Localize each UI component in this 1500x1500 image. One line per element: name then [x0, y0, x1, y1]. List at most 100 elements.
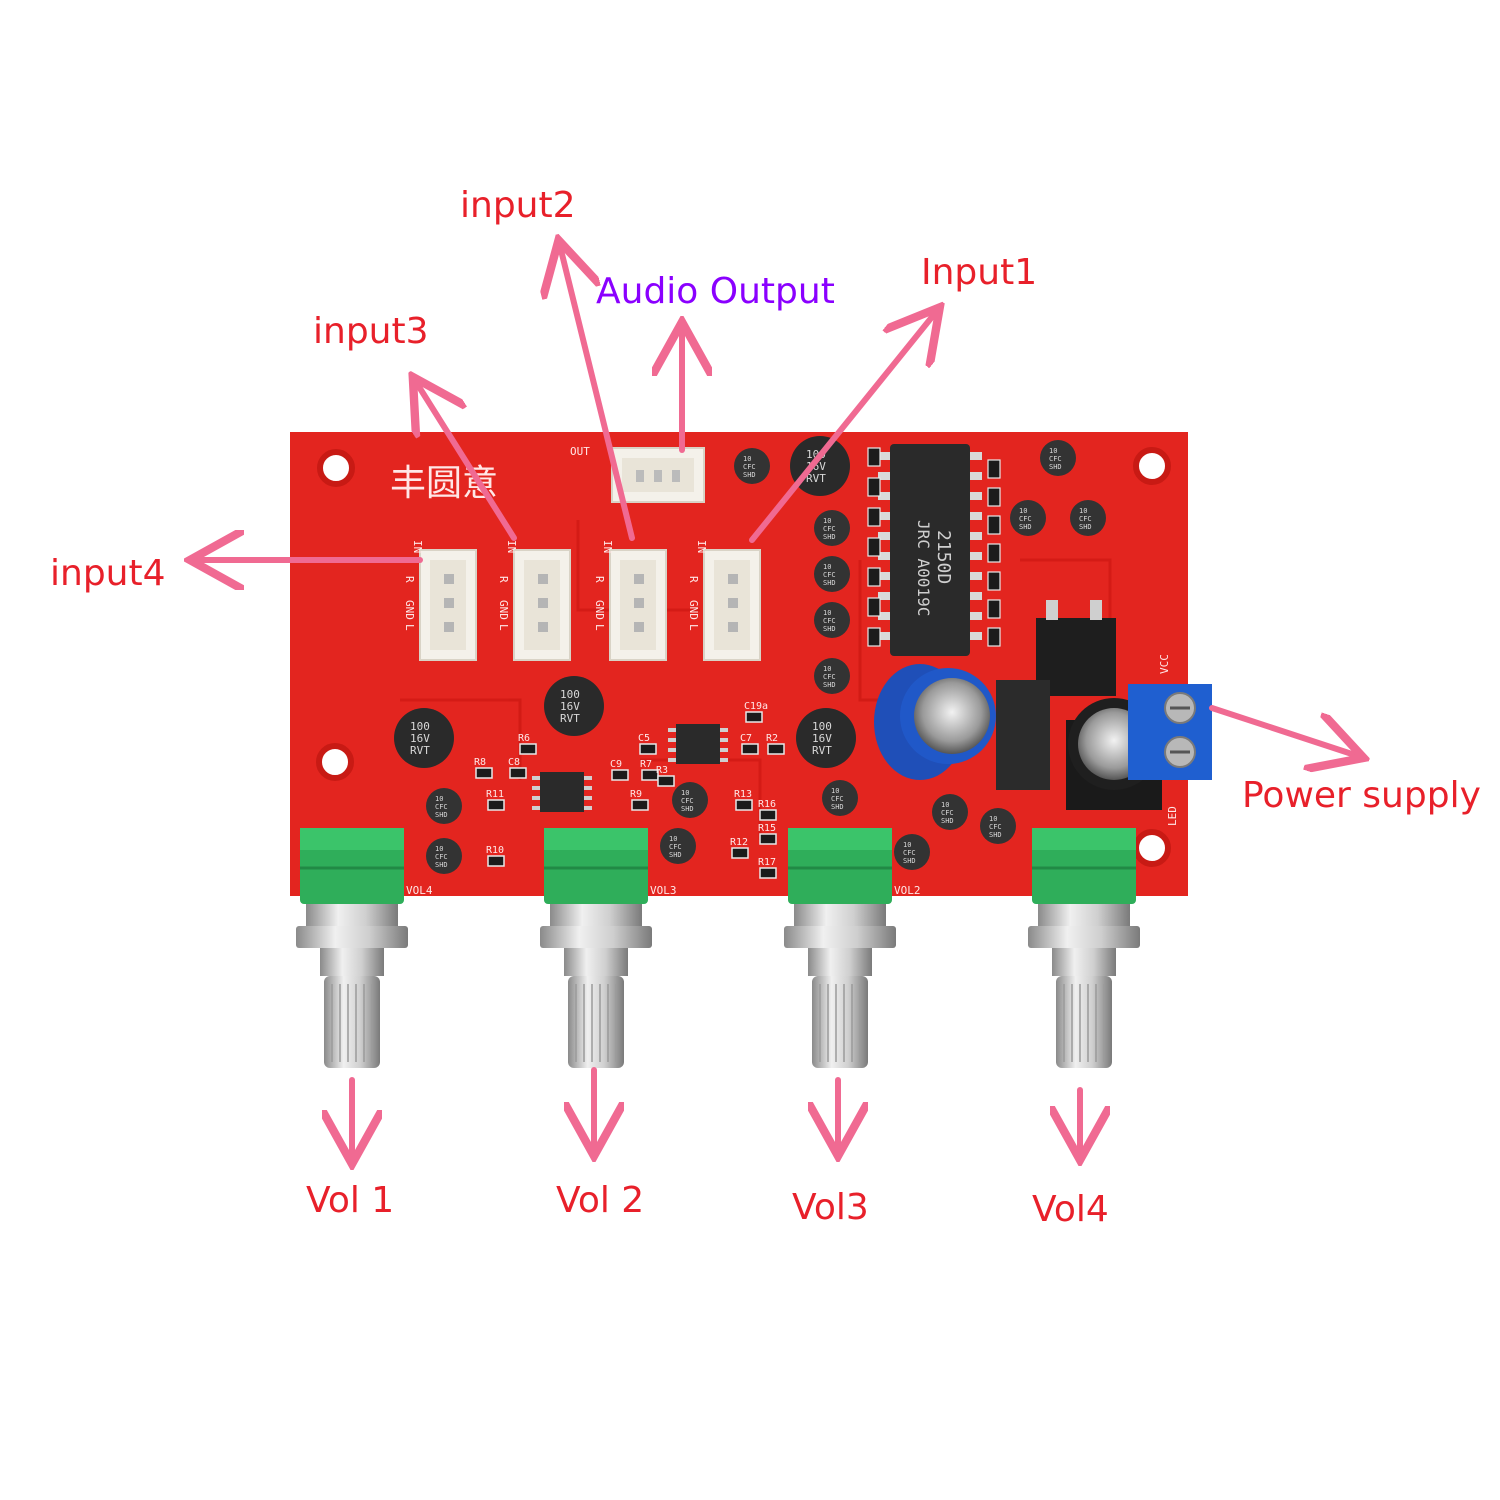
svg-text:SHD: SHD — [1049, 463, 1062, 471]
svg-text:RVT: RVT — [812, 744, 832, 757]
smd-17: C19a — [744, 701, 768, 723]
small-ic-b — [668, 724, 728, 764]
annotation-arrows — [196, 246, 1358, 1158]
voltage-regulator — [996, 600, 1116, 790]
label-input1: Input1 — [921, 252, 1038, 293]
svg-text:100: 100 — [560, 688, 580, 701]
small-ic-a — [532, 772, 592, 812]
svg-text:16V: 16V — [812, 732, 832, 745]
svg-text:10: 10 — [435, 845, 443, 853]
svg-text:R10: R10 — [486, 845, 504, 856]
svg-text:GND: GND — [687, 600, 700, 620]
arrow-input1 — [749, 312, 936, 543]
svg-text:R: R — [593, 576, 606, 583]
smd-13: R16 — [758, 799, 777, 821]
smd-12: R15 — [758, 823, 777, 845]
svg-text:R9: R9 — [630, 789, 642, 800]
main-ic-2150d: 2150D JRC A0019C — [878, 444, 982, 656]
smd-1: R8 — [474, 757, 493, 779]
big-blue-capacitor — [874, 664, 996, 780]
svg-text:SHD: SHD — [669, 851, 682, 859]
svg-text:10: 10 — [823, 609, 831, 617]
svg-text:VOL2: VOL2 — [894, 884, 921, 897]
label-input3: input3 — [313, 311, 429, 352]
svg-text:C5: C5 — [638, 733, 650, 744]
svg-text:JRC A0019C: JRC A0019C — [914, 520, 933, 616]
svg-text:10: 10 — [989, 815, 997, 823]
svg-text:100: 100 — [812, 720, 832, 733]
smd-4: R10 — [486, 845, 505, 867]
svg-text:CFC: CFC — [823, 673, 836, 681]
label-input4: input4 — [50, 553, 166, 594]
svg-text:10: 10 — [681, 789, 689, 797]
svg-text:R: R — [403, 576, 416, 583]
svg-text:C9: C9 — [610, 759, 622, 770]
svg-text:16V: 16V — [560, 700, 580, 713]
svg-text:SHD: SHD — [823, 533, 836, 541]
smd-9: R9 — [630, 789, 649, 811]
svg-text:10: 10 — [669, 835, 677, 843]
svg-text:SHD: SHD — [1079, 523, 1092, 531]
arrow-input2 — [560, 246, 635, 541]
svg-text:CFC: CFC — [1049, 455, 1062, 463]
svg-text:10: 10 — [1019, 507, 1027, 515]
svg-text:CFC: CFC — [989, 823, 1002, 831]
svg-text:GND: GND — [497, 600, 510, 620]
svg-text:10: 10 — [831, 787, 839, 795]
svg-text:R13: R13 — [734, 789, 752, 800]
label-vol3: Vol3 — [792, 1187, 869, 1228]
smd-7: R7 — [640, 759, 659, 781]
label-vol2: Vol 2 — [556, 1180, 645, 1221]
smd-11: R12 — [730, 837, 749, 859]
arrow-input3 — [416, 382, 517, 541]
label-input2: input2 — [460, 185, 576, 226]
svg-text:CFC: CFC — [823, 617, 836, 625]
smd-8: R3 — [656, 765, 675, 787]
potentiometer-vol-1: VOL4 — [296, 828, 433, 1068]
svg-text:SHD: SHD — [743, 471, 756, 479]
svg-text:SHD: SHD — [435, 811, 448, 819]
svg-text:R6: R6 — [518, 733, 530, 744]
svg-text:R: R — [687, 576, 700, 583]
smd-2: C8 — [508, 757, 527, 779]
label-vol1: Vol 1 — [306, 1180, 395, 1221]
svg-text:CFC: CFC — [743, 463, 756, 471]
mounting-holes — [316, 447, 1171, 867]
svg-text:10: 10 — [743, 455, 751, 463]
svg-text:10: 10 — [823, 665, 831, 673]
svg-text:R12: R12 — [730, 837, 748, 848]
svg-text:RVT: RVT — [806, 472, 826, 485]
smd-15: R2 — [766, 733, 785, 755]
smd-5: C5 — [638, 733, 657, 755]
svg-text:CFC: CFC — [681, 797, 694, 805]
svg-text:VOL4: VOL4 — [406, 884, 433, 897]
led-silk: LED — [1166, 806, 1179, 826]
svg-text:IN: IN — [601, 540, 614, 553]
vcc-silk: VCC — [1158, 654, 1171, 674]
audio-output-connector — [611, 447, 705, 503]
svg-text:10: 10 — [1049, 447, 1057, 455]
capacitors: 10016VRVT10016VRVT10016VRVT10016VRVT10CF… — [394, 436, 1106, 874]
svg-text:CFC: CFC — [669, 843, 682, 851]
svg-text:16V: 16V — [410, 732, 430, 745]
svg-text:10: 10 — [823, 517, 831, 525]
svg-text:SHD: SHD — [823, 625, 836, 633]
svg-text:L: L — [593, 624, 606, 631]
